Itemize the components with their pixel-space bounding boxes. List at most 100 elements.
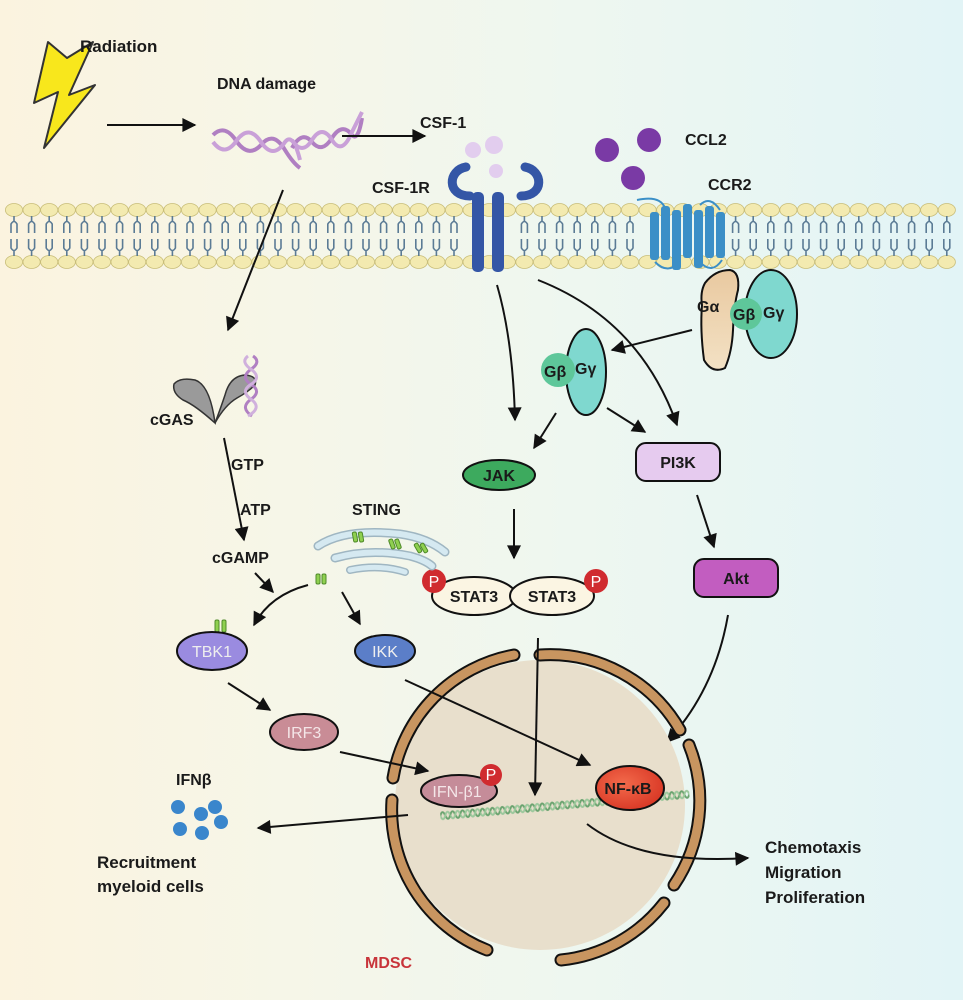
lipid-head <box>867 203 886 217</box>
arrow-csf1r-to-jak <box>496 284 522 422</box>
lipid-tail <box>327 239 335 256</box>
jak-node: JAK <box>462 459 536 491</box>
arrow-sting-to-tbk1 <box>253 584 309 627</box>
lipid-tail <box>855 216 863 233</box>
lipid-head <box>885 255 904 269</box>
lipid-tail <box>538 239 546 256</box>
lipid-head <box>163 255 182 269</box>
lipid-head <box>339 203 358 217</box>
lipid-tail <box>749 239 757 256</box>
lipid-head <box>533 203 552 217</box>
lipid-tail <box>872 216 881 233</box>
lipid-head <box>180 255 199 269</box>
lipid-tail <box>802 216 810 233</box>
lipid-tail <box>45 216 53 233</box>
lipid-tail <box>397 216 405 233</box>
lipid-head <box>392 203 411 217</box>
lipid-head <box>621 255 640 269</box>
lipid-tail <box>520 239 529 256</box>
arrow-nfkb-to-outcomes <box>586 823 750 866</box>
lipid-head <box>427 255 446 269</box>
lipid-tail <box>538 216 546 233</box>
lipid-head <box>93 203 112 217</box>
g-beta-gamma-dimer: Gβ Gγ <box>541 328 607 416</box>
lipid-tail <box>151 239 159 256</box>
lipid-tail <box>27 239 36 256</box>
lipid-head <box>40 203 59 217</box>
lipid-head <box>198 203 217 217</box>
lipid-tail <box>943 216 951 233</box>
lipid-head <box>744 255 763 269</box>
lipid-head <box>233 203 252 217</box>
ifnb-cytokine-icon <box>171 800 228 840</box>
lipid-head <box>409 203 428 217</box>
lipid-head <box>427 203 446 217</box>
ggamma-label: Gγ <box>575 361 596 378</box>
lipid-tail <box>573 216 581 233</box>
akt-label: Akt <box>723 571 749 588</box>
lipid-head <box>568 255 587 269</box>
lipid-tail <box>221 239 229 256</box>
lipid-tail <box>10 216 18 233</box>
lipid-tail <box>626 216 634 233</box>
lipid-tail <box>555 239 564 256</box>
lightning-icon <box>33 41 96 149</box>
lipid-tail <box>186 216 194 233</box>
ccr2-label: CCR2 <box>708 177 752 194</box>
lipid-head <box>444 255 463 269</box>
lipid-head <box>4 255 24 269</box>
lipid-head <box>761 255 780 269</box>
lipid-tail <box>274 239 282 256</box>
pi3k-label: PI3K <box>660 455 696 472</box>
lipid-head <box>57 255 76 269</box>
lipid-head <box>920 203 939 217</box>
lipid-tail <box>80 216 89 233</box>
lipid-tail <box>168 216 177 233</box>
lipid-tail <box>10 239 18 256</box>
pi3k-node: PI3K <box>635 442 721 482</box>
gbeta-label: Gβ <box>544 364 566 381</box>
ccl2-label: CCL2 <box>685 132 727 149</box>
ifnb-label: IFNβ <box>176 772 212 789</box>
lipid-head <box>585 255 604 269</box>
radiation-label: Radiation <box>80 37 157 56</box>
lipid-tail <box>591 239 599 256</box>
lipid-head <box>286 203 305 217</box>
lipid-tail <box>309 239 317 256</box>
lipid-head <box>304 203 323 217</box>
lipid-tail <box>555 216 564 233</box>
lipid-tail <box>221 216 229 233</box>
lipid-tail <box>45 239 53 256</box>
gtp-label: GTP <box>231 457 264 474</box>
nfkb-node: NF-κB <box>595 765 665 811</box>
lipid-head <box>621 203 640 217</box>
lipid-head <box>163 203 182 217</box>
akt-node: Akt <box>693 558 779 598</box>
lipid-tail <box>784 216 793 233</box>
lipid-head <box>374 255 393 269</box>
lipid-tail <box>802 239 810 256</box>
lipid-head <box>22 203 41 217</box>
lipid-head <box>145 255 164 269</box>
phospho-label-left: P <box>429 574 440 591</box>
cgas-icon <box>172 354 259 425</box>
lipid-tail <box>115 239 124 256</box>
arrow-csf1r-to-pi3k <box>537 279 680 427</box>
lipid-head <box>797 255 816 269</box>
lipid-head <box>902 255 921 269</box>
stat3-label-left: STAT3 <box>450 589 498 606</box>
jak-label: JAK <box>483 468 515 485</box>
lipid-head <box>533 255 552 269</box>
galpha-label: Gα <box>697 299 719 316</box>
lipid-head <box>779 203 798 217</box>
ifnb1-label: IFN-β1 <box>432 784 481 801</box>
lipid-tail <box>837 239 845 256</box>
lipid-tail <box>907 216 916 233</box>
lipid-tail <box>520 216 529 233</box>
arrow-gbg-to-jak <box>533 412 557 450</box>
lipid-tail <box>890 216 898 233</box>
lipid-head <box>849 255 868 269</box>
sting-dimer-icon <box>315 531 429 585</box>
lipid-tail <box>731 216 740 233</box>
